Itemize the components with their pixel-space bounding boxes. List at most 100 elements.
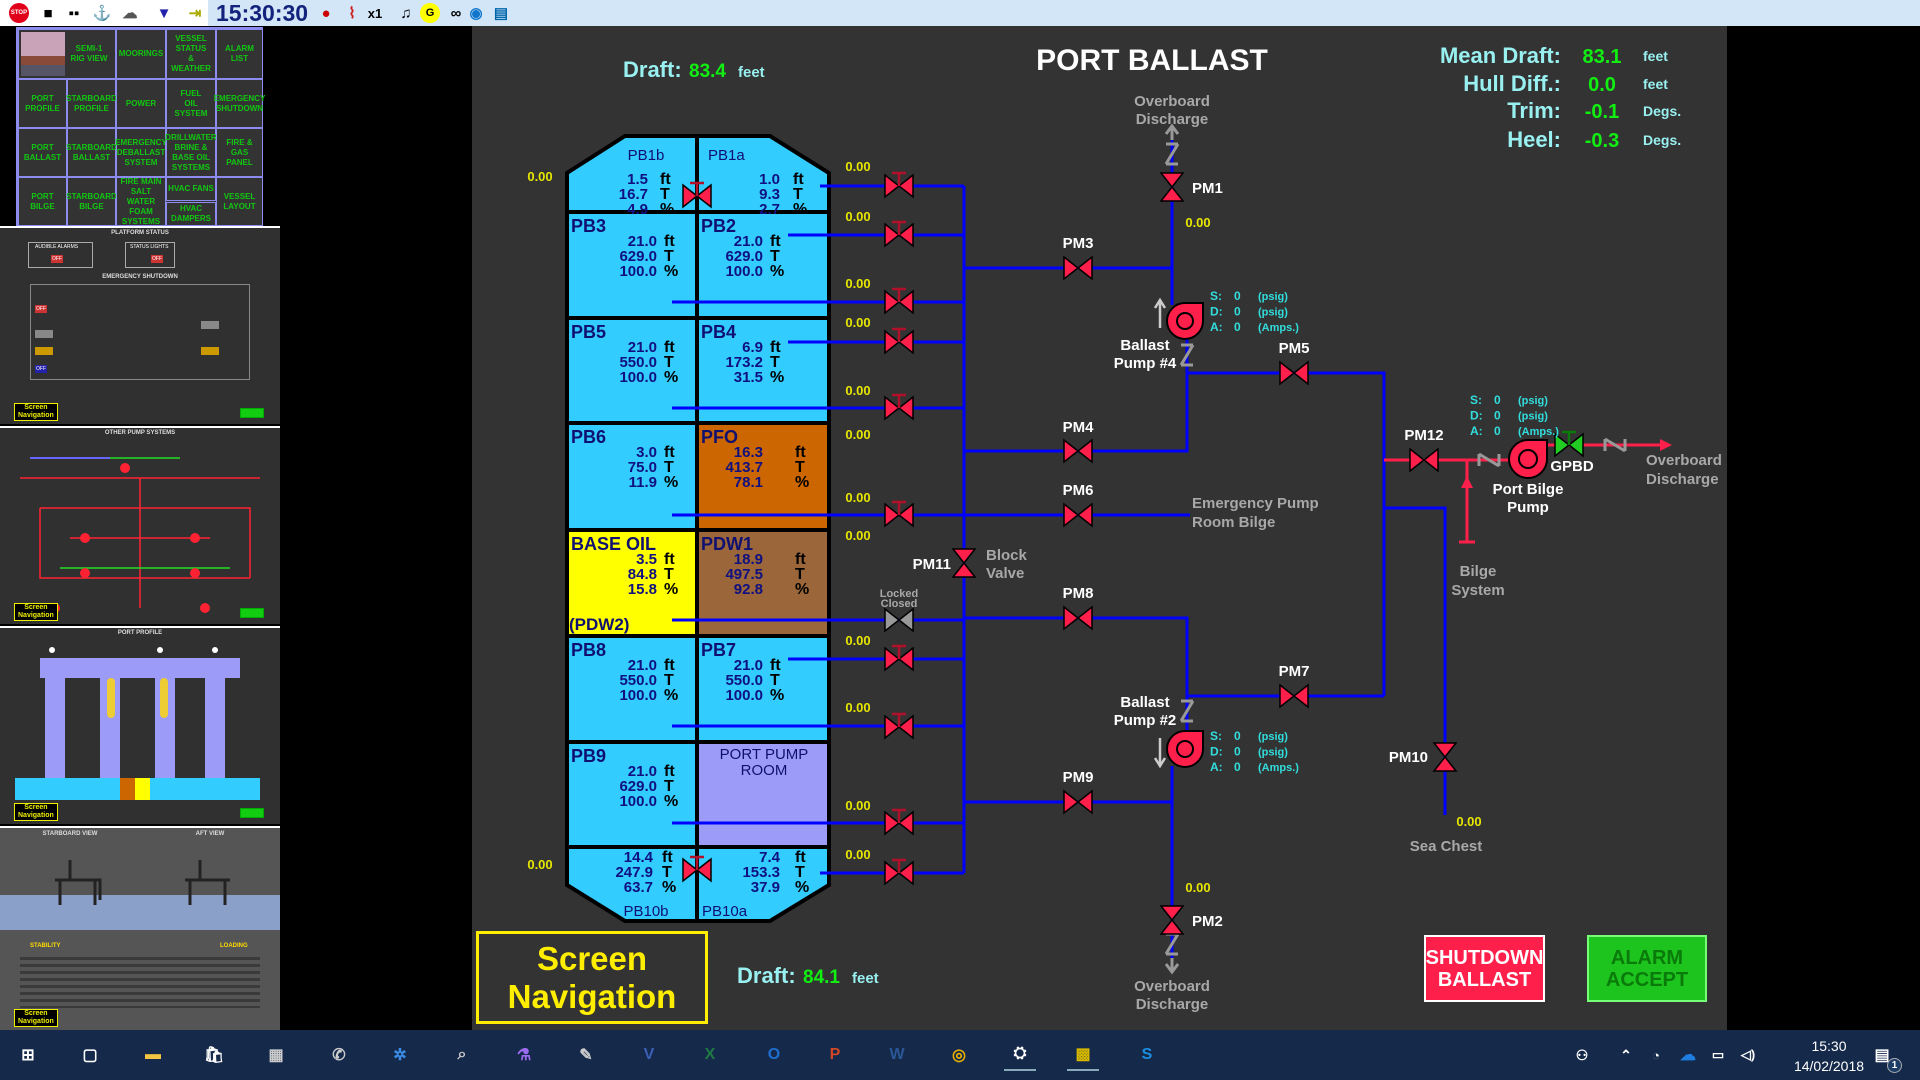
- tank-pb4[interactable]: [697, 318, 829, 423]
- taskbar-app-1-icon[interactable]: ▦: [268, 1047, 284, 1064]
- logo-icon[interactable]: ▼: [156, 4, 172, 22]
- start-button-icon[interactable]: ⊞: [21, 1047, 35, 1064]
- nav-alarm-list[interactable]: ALARM LIST: [216, 29, 263, 79]
- tank-suction-valve[interactable]: [884, 712, 914, 740]
- nav-moorings[interactable]: MOORINGS: [116, 29, 166, 79]
- valve-pm10[interactable]: [1432, 742, 1458, 772]
- chevron-up-icon[interactable]: ⌃: [1620, 1046, 1632, 1063]
- tank-pfo[interactable]: [697, 423, 829, 530]
- nav-port-ballast[interactable]: PORT BALLAST: [18, 128, 67, 177]
- taskbar-app-4-icon[interactable]: ⌕: [457, 1046, 467, 1063]
- weather-icon[interactable]: ☁: [122, 5, 138, 22]
- nav-starboard-profile[interactable]: STARBOARD PROFILE: [66, 79, 117, 128]
- nav-hvac-fans[interactable]: HVAC FANS: [166, 177, 216, 201]
- tank-suction-valve[interactable]: [884, 220, 914, 248]
- alarm-accept-button[interactable]: ALARM ACCEPT: [1587, 935, 1707, 1002]
- nav-vessel-status-weather[interactable]: VESSEL STATUS & WEATHER: [166, 29, 216, 79]
- nav-fuel-oil-system[interactable]: FUEL OIL SYSTEM: [166, 79, 216, 128]
- trend-icon[interactable]: ⌇: [348, 5, 356, 22]
- thumbnail-port-profile[interactable]: PORT PROFILE Screen Navigation: [0, 626, 280, 824]
- valve-pm6[interactable]: [1063, 502, 1093, 528]
- port-bilge-pump-icon[interactable]: [1508, 439, 1548, 479]
- notifications-icon[interactable]: ▤1: [1866, 1039, 1902, 1073]
- taskbar-visio-icon[interactable]: V: [643, 1046, 655, 1063]
- taskbar-app-2-icon[interactable]: ✆: [332, 1047, 346, 1064]
- music-icon[interactable]: ♫: [400, 4, 412, 22]
- tank-pb3[interactable]: [567, 212, 697, 318]
- play-icon[interactable]: ◉: [469, 5, 483, 22]
- nav-emergency-shutdown[interactable]: EMERGENCY SHUTDOWN: [214, 79, 265, 128]
- tank-suction-valve[interactable]: [884, 287, 914, 315]
- binoculars-icon[interactable]: ∞: [450, 4, 462, 22]
- valve-pm9[interactable]: [1063, 789, 1093, 815]
- taskbar-app-3-icon[interactable]: ✲: [393, 1047, 407, 1064]
- tank-pb5[interactable]: [567, 318, 697, 423]
- taskbar-app-6-icon[interactable]: ✎: [579, 1047, 593, 1064]
- taskbar-task-view-icon[interactable]: ▢: [82, 1047, 98, 1064]
- tank-suction-valve[interactable]: [884, 500, 914, 528]
- nav-port-profile[interactable]: PORT PROFILE: [18, 79, 67, 128]
- taskbar-app-8-icon[interactable]: ▩: [1067, 1039, 1099, 1071]
- nav-drillwater-brine[interactable]: DRILLWATER BRINE & BASE OIL SYSTEMS: [165, 128, 217, 177]
- valve-pm8[interactable]: [1063, 605, 1093, 631]
- tank-pb6[interactable]: [567, 423, 697, 530]
- taskbar-app-7-icon[interactable]: ⛭: [1004, 1039, 1036, 1071]
- nav-fire-main[interactable]: FIRE MAIN SALT WATER FOAM SYSTEMS: [116, 177, 166, 226]
- nav-vessel-layout[interactable]: VESSEL LAYOUT: [216, 177, 263, 226]
- thumbnail-other-pump-systems[interactable]: OTHER PUMP SYSTEMS Screen Navigation: [0, 426, 280, 624]
- nav-starboard-ballast[interactable]: STARBOARD BALLAST: [66, 128, 117, 177]
- thumbnail-stability[interactable]: STARBOARD VIEW AFT VIEW STABILITY LOADIN…: [0, 826, 280, 1030]
- ballast-pump-4-icon[interactable]: [1166, 302, 1204, 340]
- shutdown-ballast-button[interactable]: SHUTDOWN BALLAST: [1424, 935, 1545, 1002]
- tank-pb9[interactable]: [567, 742, 697, 847]
- stop-icon[interactable]: STOP: [9, 3, 29, 23]
- wifi-icon[interactable]: ◔: [1652, 1047, 1660, 1063]
- tank-port-pump-room[interactable]: [697, 742, 829, 847]
- taskbar-app-5-icon[interactable]: ⚗: [516, 1047, 532, 1064]
- nav-port-bilge[interactable]: PORT BILGE: [18, 177, 67, 226]
- taskbar-file-explorer-icon[interactable]: ▬: [145, 1046, 161, 1063]
- layout-icon[interactable]: ▪▪: [68, 4, 80, 22]
- speed-label[interactable]: x1: [367, 5, 383, 21]
- taskbar-outlook-icon[interactable]: O: [767, 1046, 781, 1063]
- nav-fire-gas-panel[interactable]: FIRE & GAS PANEL: [216, 128, 263, 177]
- pb1-crossover-valve[interactable]: [682, 181, 712, 209]
- valve-pm11[interactable]: [951, 548, 977, 578]
- alarm-bell-icon[interactable]: ●: [321, 4, 331, 22]
- cursor-icon[interactable]: G: [420, 3, 440, 23]
- tank-suction-valve[interactable]: [884, 327, 914, 355]
- battery-icon[interactable]: ▭: [1711, 1047, 1725, 1062]
- film-icon[interactable]: ▤: [493, 5, 509, 22]
- valve-pm3[interactable]: [1063, 255, 1093, 281]
- exit-icon[interactable]: ⇥: [188, 5, 202, 22]
- taskbar-store-icon[interactable]: 🛍: [203, 1047, 225, 1064]
- nav-hvac-dampers[interactable]: HVAC DAMPERS: [166, 201, 216, 226]
- tank-suction-valve[interactable]: [884, 393, 914, 421]
- valve-gpbd[interactable]: [1554, 430, 1584, 458]
- taskbar-skype-icon[interactable]: S: [1141, 1046, 1153, 1063]
- taskbar-excel-icon[interactable]: X: [704, 1046, 716, 1063]
- anchor-icon[interactable]: ⚓: [92, 5, 112, 22]
- onedrive-icon[interactable]: ☁: [1680, 1047, 1696, 1064]
- volume-icon[interactable]: ◁): [1740, 1047, 1756, 1062]
- nav-starboard-bilge[interactable]: STARBOARD BILGE: [66, 177, 117, 226]
- tank-pb7[interactable]: [697, 636, 829, 742]
- valve-pm2[interactable]: [1159, 905, 1185, 935]
- nav-power[interactable]: POWER: [116, 79, 166, 128]
- tank-suction-valve[interactable]: [884, 808, 914, 836]
- valve-pm5[interactable]: [1279, 360, 1309, 386]
- valve-pm12[interactable]: [1409, 447, 1439, 473]
- valve-pm1[interactable]: [1159, 172, 1185, 202]
- locked-closed-valve[interactable]: [884, 607, 914, 633]
- camera-icon[interactable]: ■: [43, 4, 53, 22]
- tank-suction-valve[interactable]: [884, 171, 914, 199]
- taskbar-powerpoint-icon[interactable]: P: [829, 1046, 841, 1063]
- valve-pm4[interactable]: [1063, 438, 1093, 464]
- people-icon[interactable]: ⚇: [1575, 1046, 1589, 1063]
- tank-pdw1[interactable]: [697, 530, 829, 636]
- valve-pm7[interactable]: [1279, 683, 1309, 709]
- tank-suction-valve[interactable]: [884, 644, 914, 672]
- taskbar-word-icon[interactable]: W: [889, 1046, 905, 1063]
